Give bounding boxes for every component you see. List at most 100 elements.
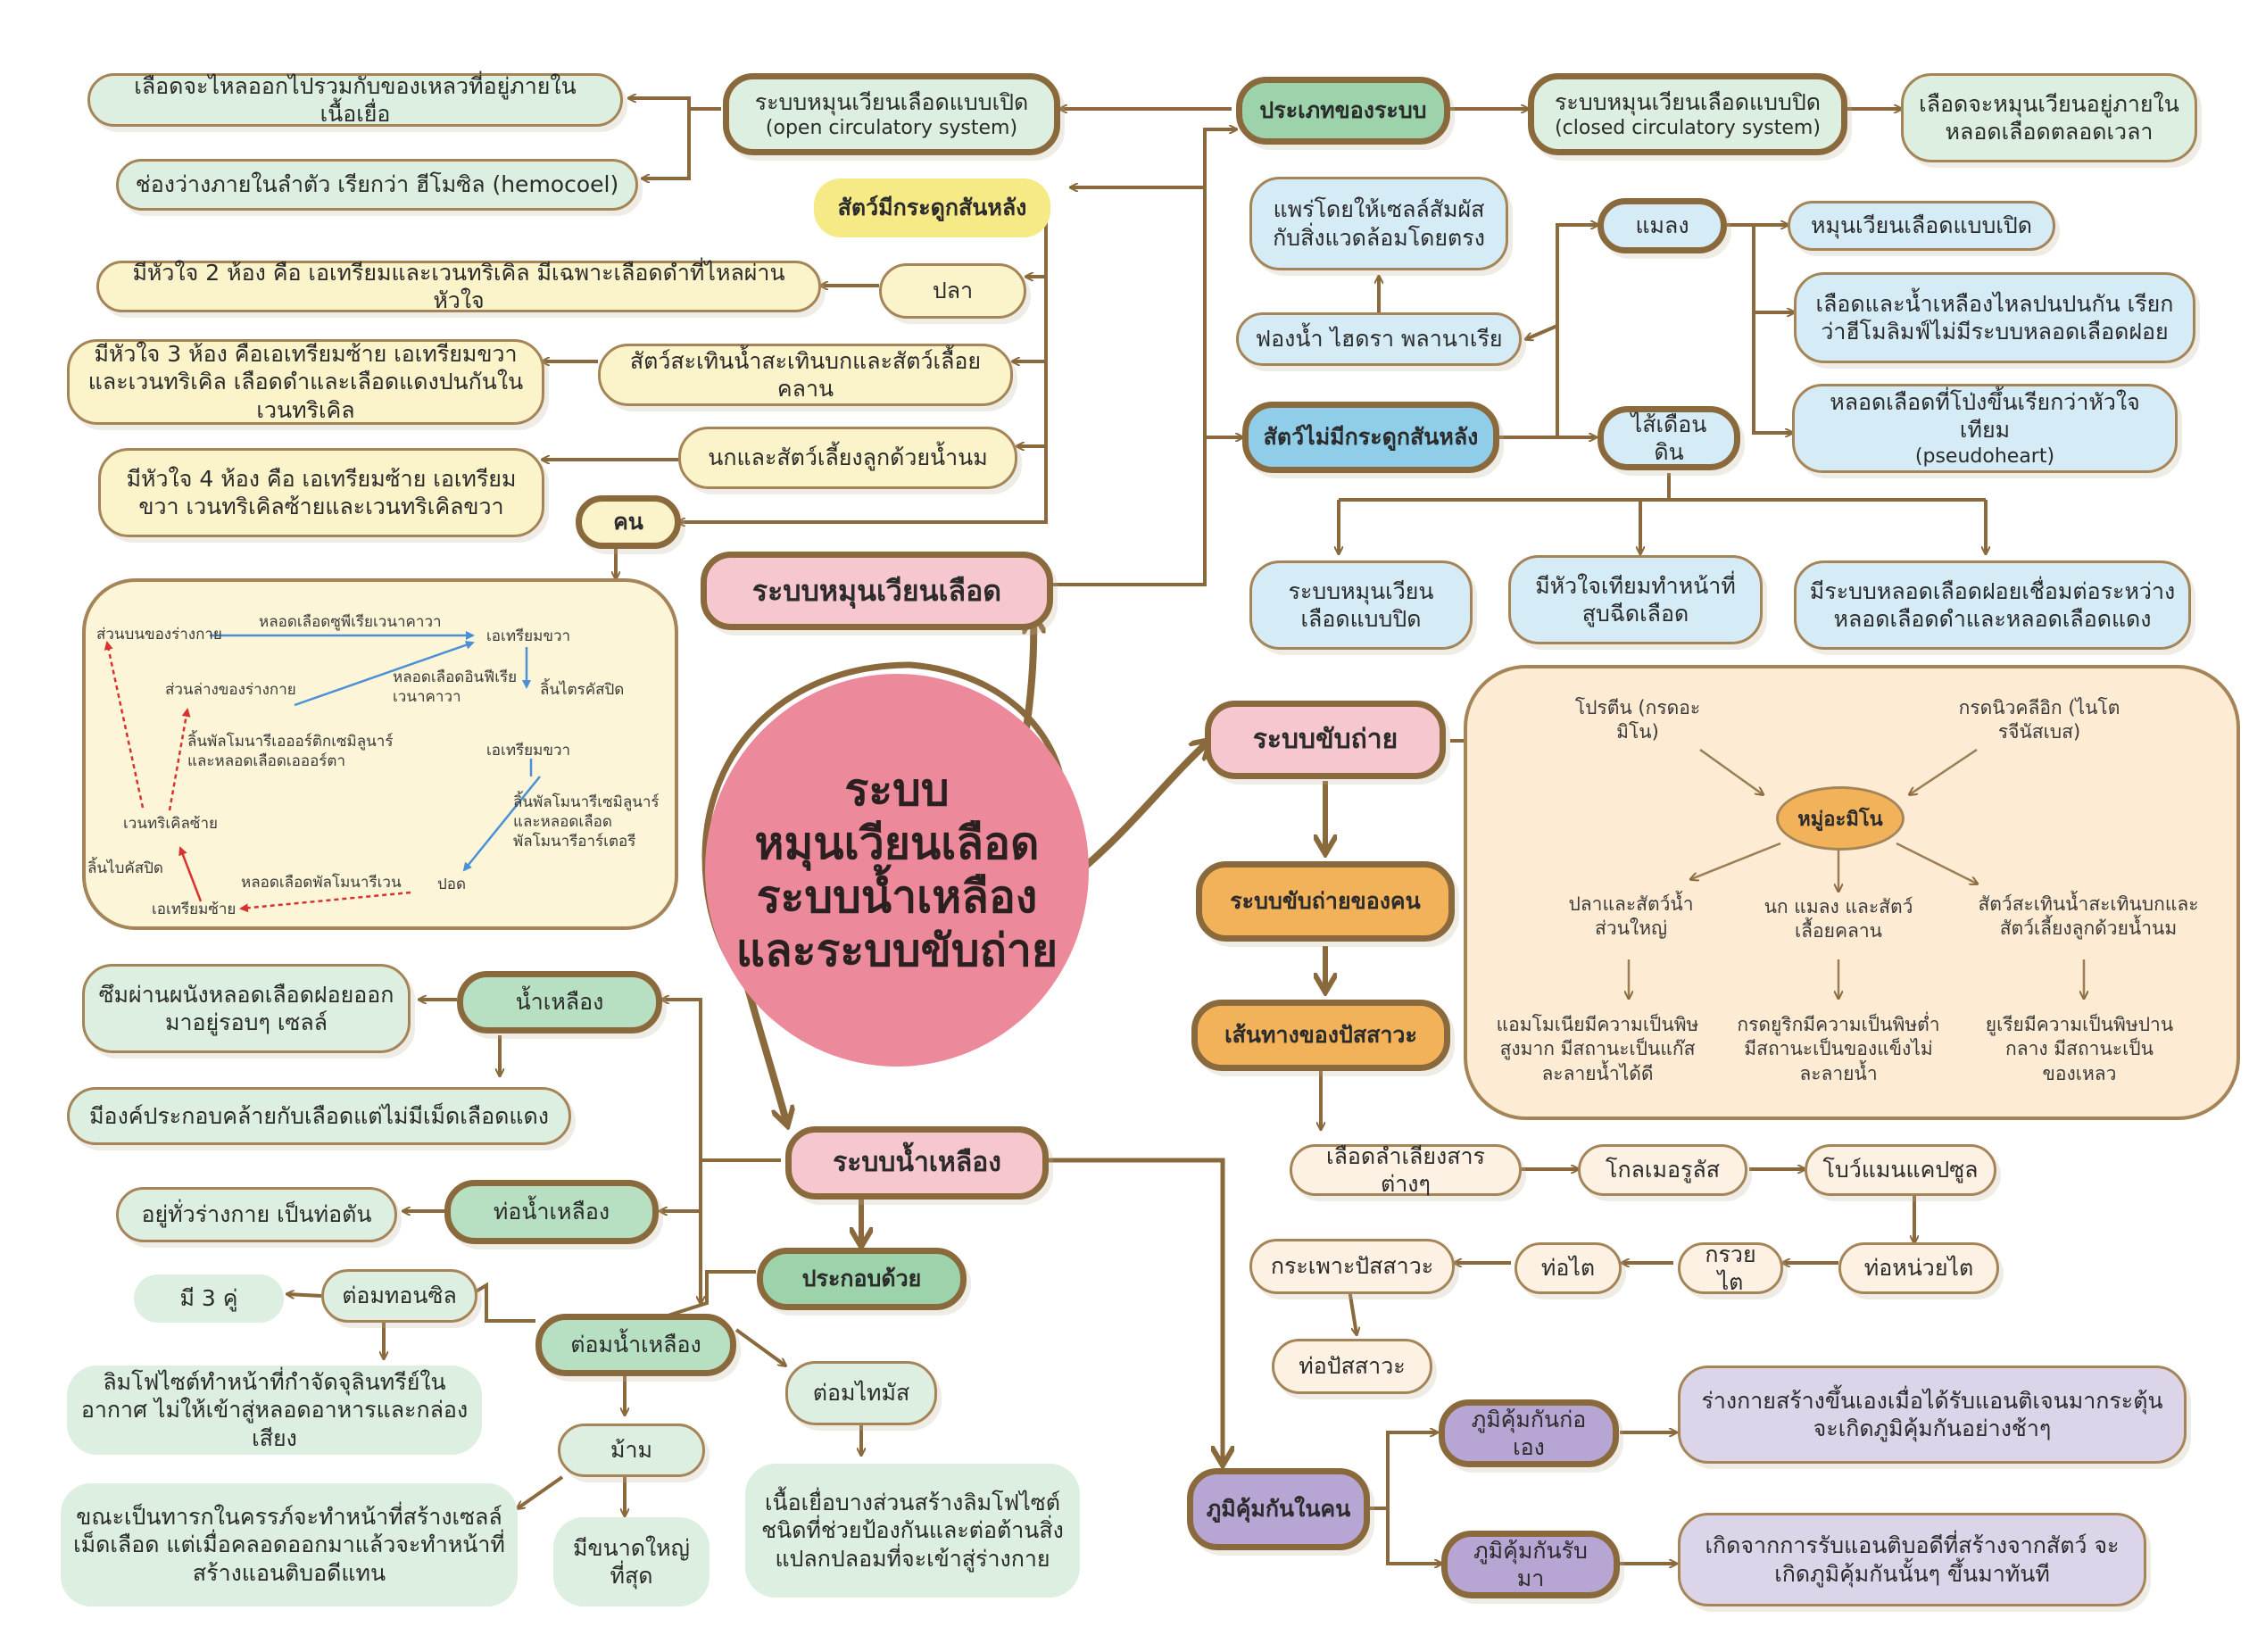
heart-right-ventricle: เอเทรียมขวา <box>486 742 571 760</box>
invertebrates-node[interactable]: สัตว์ไม่มีกระดูกสันหลัง <box>1242 402 1499 473</box>
consists-of-node[interactable]: ประกอบด้วย <box>757 1248 967 1310</box>
fish-heart-node[interactable]: มีหัวใจ 2 ห้อง คือ เอเทรียมและเวนทริเคิล… <box>96 259 821 313</box>
passive-immunity-desc-label: เกิดจากการรับแอนติบอดีที่สร้างจากสัตว์ จ… <box>1705 1532 2120 1587</box>
tonsil-node[interactable]: ต่อมทอนซิล <box>321 1269 477 1323</box>
nucleic-label: กรดนิวคลีอิก (ไนโตรจีนัสเบส) <box>1958 697 2120 743</box>
heart-superior-vena-cava: หลอดเลือดซูพีเรียเวนาคาวา <box>259 613 442 631</box>
open-desc-1-node[interactable]: เลือดจะไหลออกไปรวมกับของเหลวที่อยู่ภายใน… <box>87 73 623 127</box>
thymus-node[interactable]: ต่อมไทมัส <box>785 1361 937 1425</box>
heart-aortic-valve: ลิ้นพัลโมนารีเอออร์ติกเซมิลูนาร์และหลอดเ… <box>187 733 394 771</box>
birds-mammals-label: นกและสัตว์เลี้ยงลูกด้วยน้ำนม <box>708 444 988 471</box>
earthworm-pseudoheart-node[interactable]: มีหัวใจเทียมทำหน้าที่สูบฉีดเลือด <box>1508 555 1763 644</box>
amphibian-heart-node[interactable]: มีหัวใจ 3 ห้อง คือเอเทรียมซ้าย เอเทรียมข… <box>67 339 544 425</box>
closed-desc-node[interactable]: เลือดจะหมุนเวียนอยู่ภายในหลอดเลือดตลอดเว… <box>1901 73 2197 162</box>
tonsil-desc-node[interactable]: ลิมโฟไซต์ทำหน้าที่กำจัดจุลินทรีย์ในอากาศ… <box>67 1366 482 1455</box>
passive-immunity-node[interactable]: ภูมิคุ้มกันรับมา <box>1441 1531 1620 1598</box>
fish-node[interactable]: ปลา <box>879 263 1026 319</box>
lymph-vessel-desc-node[interactable]: อยู่ทั่วร่างกาย เป็นท่อตัน <box>116 1187 397 1242</box>
urine-step-1[interactable]: เลือดลำเลียงสารต่างๆ <box>1290 1143 1522 1197</box>
lymphatic-title-node[interactable]: ระบบน้ำเหลือง <box>785 1126 1049 1200</box>
active-immunity-desc-node[interactable]: ร่างกายสร้างขึ้นเองเมื่อได้รับแอนติเจนมา… <box>1678 1366 2187 1464</box>
urine-step-3[interactable]: โบว์แมนแคปซูล <box>1805 1144 1996 1196</box>
amphibians-label: สัตว์สะเทินน้ำสะเทินบกและสัตว์เลื้อยคลาน <box>629 347 982 402</box>
fish-label: ปลา <box>932 278 974 304</box>
consists-of-label: ประกอบด้วย <box>801 1266 922 1292</box>
heart-semilunar: ลิ้นพัลโมนารีเซมิลูนาร์และหลอดเลือดพัลโม… <box>513 793 660 851</box>
spleen-node[interactable]: ม้าม <box>558 1424 705 1477</box>
sponge-node[interactable]: ฟองน้ำ ไฮดรา พลานาเรีย <box>1236 312 1522 366</box>
center-title: ระบบ หมุนเวียนเลือด ระบบน้ำเหลือง และระบ… <box>705 674 1089 1067</box>
heart-flow-diagram <box>82 578 678 930</box>
open-desc-2-node[interactable]: ช่องว่างภายในลำตัว เรียกว่า ฮีโมซิล (hem… <box>116 159 638 211</box>
earthworm-pseudoheart-label: มีหัวใจเทียมทำหน้าที่สูบฉีดเลือด <box>1535 572 1736 627</box>
urine-path-node[interactable]: เส้นทางของปัสสาวะ <box>1191 1000 1450 1071</box>
insect-hemolymph-node[interactable]: เลือดและน้ำเหลืองไหลปนปนกัน เรียกว่าฮีโม… <box>1794 272 2195 363</box>
system-types-node[interactable]: ประเภทของระบบ <box>1236 77 1450 145</box>
urine-step-7[interactable]: กระเพาะปัสสาวะ <box>1249 1239 1455 1294</box>
tonsil-desc-label: ลิมโฟไซต์ทำหน้าที่กำจัดจุลินทรีย์ในอากาศ… <box>80 1369 469 1451</box>
heart-tricuspid: ลิ้นไตรคัสปิด <box>540 681 625 699</box>
excretory-title-label: ระบบขับถ่าย <box>1252 724 1398 756</box>
birds-mammals-node[interactable]: นกและสัตว์เลี้ยงลูกด้วยน้ำนม <box>678 427 1017 489</box>
passive-immunity-desc-node[interactable]: เกิดจากการรับแอนติบอดีที่สร้างจากสัตว์ จ… <box>1678 1513 2146 1606</box>
urine-step-6-label: ท่อไต <box>1540 1255 1596 1282</box>
insect-hemolymph-label: เลือดและน้ำเหลืองไหลปนปนกัน เรียกว่าฮีโม… <box>1815 290 2174 345</box>
open-desc-1-label: เลือดจะไหลออกไปรวมกับของเหลวที่อยู่ภายใน… <box>134 72 577 127</box>
urine-step-2-label: โกลเมอรูลัส <box>1606 1157 1720 1183</box>
insect-pseudoheart-node[interactable]: หลอดเลือดที่โป่งขึ้นเรียกว่าหัวใจเทียม (… <box>1792 384 2178 473</box>
center-title-line4: และระบบขับถ่าย <box>735 925 1058 976</box>
tonsil-pairs-node[interactable]: มี 3 คู่ <box>134 1274 284 1323</box>
spleen-size-node[interactable]: มีขนาดใหญ่ที่สุด <box>553 1517 710 1606</box>
immunity-title-node[interactable]: ภูมิคุ้มกันในคน <box>1187 1468 1370 1550</box>
human-excretion-node[interactable]: ระบบขับถ่ายของคน <box>1196 861 1455 942</box>
nitrogen-waste-panel <box>1464 665 2240 1120</box>
urine-step-5[interactable]: กรวยไต <box>1678 1241 1783 1295</box>
earthworm-capillary-node[interactable]: มีระบบหลอดเลือดฝอยเชื่อมต่อระหว่างหลอดเล… <box>1794 560 2191 650</box>
amine-group-hub[interactable]: หมู่อะมิโน <box>1776 786 1905 851</box>
birds-heart-node[interactable]: มีหัวใจ 4 ห้อง คือ เอเทรียมซ้าย เอเทรียม… <box>98 448 544 537</box>
open-system-label: ระบบหมุนเวียนเลือดแบบเปิด <box>754 88 1029 115</box>
insect-open-node[interactable]: หมุนเวียนเลือดแบบเปิด <box>1788 201 2055 251</box>
heart-lower-body: ส่วนล่างของร่างกาย <box>165 681 296 699</box>
amphibians-node[interactable]: สัตว์สะเทินน้ำสะเทินบกและสัตว์เลื้อยคลาน <box>598 344 1013 406</box>
urine-step-4[interactable]: ท่อหน่วยไต <box>1838 1242 1999 1294</box>
lymph-vessel-node[interactable]: ท่อน้ำเหลือง <box>444 1180 659 1244</box>
sponge-label: ฟองน้ำ ไฮดรา พลานาเรีย <box>1255 326 1503 353</box>
fish-heart-label: มีหัวใจ 2 ห้อง คือ เอเทรียมและเวนทริเคิล… <box>132 259 785 313</box>
thymus-desc-node[interactable]: เนื้อเยื่อบางส่วนสร้างลิมโฟไซต์ ชนิดที่ช… <box>745 1464 1080 1598</box>
open-system-node[interactable]: ระบบหมุนเวียนเลือดแบบเปิด (open circulat… <box>723 73 1060 155</box>
human-node[interactable]: คน <box>576 495 681 549</box>
urine-step-6[interactable]: ท่อไต <box>1515 1242 1622 1294</box>
lymph-gland-label: ต่อมน้ำเหลือง <box>570 1332 701 1358</box>
heart-inferior-vena-cava: หลอดเลือดอินฟีเรียเวนาคาวา <box>393 668 518 707</box>
lymphatic-title-label: ระบบน้ำเหลือง <box>833 1147 1001 1179</box>
protein-label: โปรตีน (กรดอะมิโน) <box>1574 697 1701 743</box>
insect-node[interactable]: แมลง <box>1598 198 1727 253</box>
human-label: คน <box>613 509 643 535</box>
lymph-desc-1-label: ซึมผ่านผนังหลอดเลือดฝอยออกมาอยู่รอบๆ เซล… <box>98 981 394 1035</box>
sponge-desc-node[interactable]: แพร่โดยให้เซลล์สัมผัสกับสิ่งแวดล้อมโดยตร… <box>1249 177 1508 270</box>
urine-step-2[interactable]: โกลเมอรูลัส <box>1578 1144 1747 1196</box>
circulatory-title-node[interactable]: ระบบหมุนเวียนเลือด <box>701 552 1053 630</box>
earthworm-closed-node[interactable]: ระบบหมุนเวียนเลือดแบบปิด <box>1249 560 1473 650</box>
lymph-gland-node[interactable]: ต่อมน้ำเหลือง <box>535 1314 736 1376</box>
system-types-label: ประเภทของระบบ <box>1259 97 1427 124</box>
urea-desc-label: ยูเรียมีความเป็นพิษปานกลาง มีสถานะเป็นขอ… <box>1985 1014 2174 1084</box>
center-title-line1: ระบบ <box>844 764 950 816</box>
open-system-en-label: (open circulatory system) <box>765 116 1018 139</box>
earthworm-capillary-label: มีระบบหลอดเลือดฝอยเชื่อมต่อระหว่างหลอดเล… <box>1809 577 2176 632</box>
active-immunity-node[interactable]: ภูมิคุ้มกันก่อเอง <box>1439 1399 1619 1467</box>
earthworm-closed-label: ระบบหมุนเวียนเลือดแบบปิด <box>1288 577 1434 632</box>
lymph-desc-2-node[interactable]: มีองค์ประกอบคล้ายกับเลือดแต่ไม่มีเม็ดเลื… <box>67 1087 571 1145</box>
lymph-desc-1-node[interactable]: ซึมผ่านผนังหลอดเลือดฝอยออกมาอยู่รอบๆ เซล… <box>82 964 411 1053</box>
urine-step-8[interactable]: ท่อปัสสาวะ <box>1272 1339 1432 1394</box>
earthworm-node[interactable]: ไส้เดือนดิน <box>1598 406 1740 470</box>
lymph-label: น้ำเหลือง <box>515 989 604 1016</box>
lymph-node[interactable]: น้ำเหลือง <box>457 971 662 1034</box>
vertebrates-node[interactable]: สัตว์มีกระดูกสันหลัง <box>814 178 1050 237</box>
lymph-vessel-desc-label: อยู่ทั่วร่างกาย เป็นท่อตัน <box>141 1201 372 1228</box>
closed-system-node[interactable]: ระบบหมุนเวียนเลือดแบบปิด (closed circula… <box>1528 73 1847 155</box>
spleen-desc-node[interactable]: ขณะเป็นทารกในครรภ์จะทำหน้าที่สร้างเซลล์เ… <box>61 1483 518 1606</box>
